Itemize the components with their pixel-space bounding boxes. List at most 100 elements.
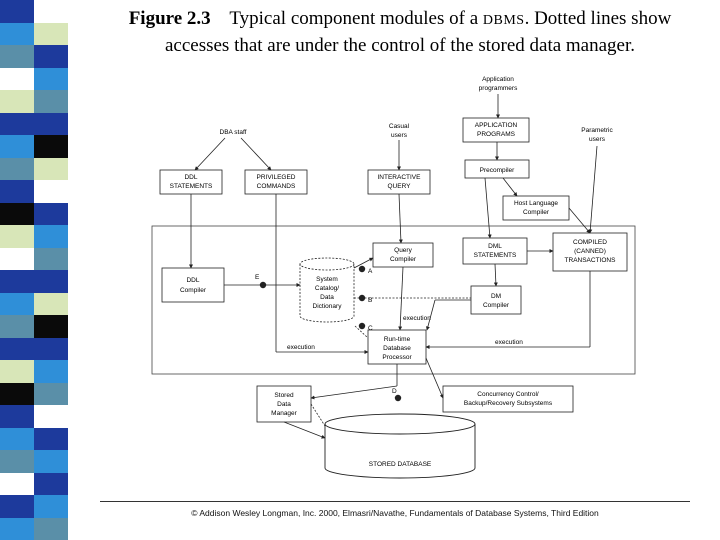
dml-statements-box: DML STATEMENTS xyxy=(462,237,528,265)
dbms-boundary xyxy=(151,225,636,375)
stripe-cell xyxy=(34,292,68,315)
stripe-cell xyxy=(34,270,68,293)
stored-data-manager-l2: Data xyxy=(277,401,291,408)
stripe-cell xyxy=(34,22,68,45)
compiled-transactions-l2: (CANNED) xyxy=(574,248,606,255)
svg-text:APPLICATION: APPLICATION xyxy=(475,122,518,129)
runtime-processor-l1: Run-time xyxy=(384,336,411,343)
svg-text:DDL: DDL xyxy=(184,174,197,181)
actor-parametric-users-l2: users xyxy=(589,136,606,143)
dbms-component-diagram: DDL STATEMENTS PRIVILEGED COMMANDS INTER… xyxy=(151,76,636,479)
application-programs-l2: PROGRAMS xyxy=(477,131,516,138)
caption-text-1: Typical component modules of a xyxy=(229,8,479,29)
svg-text:Stored: Stored xyxy=(274,392,294,399)
concurrency-l1: Concurrency Control/ xyxy=(477,391,539,398)
figure-caption: Figure 2.3 Typical component modules of … xyxy=(100,6,700,58)
stripe-cell xyxy=(34,0,68,23)
catalog-l1: System xyxy=(316,276,338,283)
svg-text:STORED DATABASE: STORED DATABASE xyxy=(369,461,432,468)
edge-label-execution-1: execution xyxy=(287,344,315,351)
svg-text:Catalog/: Catalog/ xyxy=(315,285,339,292)
runtime-processor-l3: Processor xyxy=(382,354,412,361)
precompiler-label: Precompiler xyxy=(480,167,516,174)
precompiler-box: Precompiler xyxy=(464,159,530,179)
footer-rule xyxy=(100,501,690,502)
copyright-credit: © Addison Wesley Longman, Inc. 2000, Elm… xyxy=(191,508,599,518)
compiled-transactions-l3: TRANSACTIONS xyxy=(565,257,617,264)
concurrency-control-box: Concurrency Control/ Backup/Recovery Sub… xyxy=(442,385,574,413)
svg-text:Backup/Recovery Subsystems: Backup/Recovery Subsystems xyxy=(464,400,553,407)
access-markers: A B C D E xyxy=(255,265,402,402)
svg-text:Data: Data xyxy=(277,401,291,408)
application-programs-box: APPLICATION PROGRAMS xyxy=(462,117,530,143)
compiled-transactions-box: COMPILED (CANNED) TRANSACTIONS xyxy=(552,232,628,272)
svg-text:Query: Query xyxy=(394,247,412,254)
svg-text:COMMANDS: COMMANDS xyxy=(257,183,296,190)
stripe-cell xyxy=(34,427,68,450)
svg-text:QUERY: QUERY xyxy=(388,183,412,190)
ddl-statements-l1: DDL xyxy=(184,174,197,181)
system-catalog: System Catalog/ Data Dictionary xyxy=(299,257,355,323)
compiled-transactions-l1: COMPILED xyxy=(573,239,607,246)
stripe-cell xyxy=(34,337,68,360)
privileged-commands-l2: COMMANDS xyxy=(257,183,296,190)
svg-text:DM: DM xyxy=(491,293,501,300)
stripe-cell xyxy=(34,180,68,203)
stored-database-label: STORED DATABASE xyxy=(369,461,432,468)
actor-casual-users-l2: users xyxy=(391,132,408,139)
host-language-compiler-l1: Host Language xyxy=(514,200,558,207)
svg-text:(CANNED): (CANNED) xyxy=(574,248,606,255)
stripe-cell xyxy=(34,202,68,225)
dml-compiler-l1: DM xyxy=(491,293,501,300)
svg-text:PROGRAMS: PROGRAMS xyxy=(477,131,516,138)
svg-text:INTERACTIVE: INTERACTIVE xyxy=(378,174,422,181)
svg-text:TRANSACTIONS: TRANSACTIONS xyxy=(565,257,617,264)
interactive-query-l1: INTERACTIVE xyxy=(378,174,422,181)
stored-data-manager-l3: Manager xyxy=(271,410,297,417)
catalog-l3: Data xyxy=(320,294,334,301)
dml-compiler-box: DM Compiler xyxy=(470,285,522,315)
svg-text:Precompiler: Precompiler xyxy=(480,167,516,174)
ddl-compiler-box: DDL Compiler xyxy=(161,267,225,303)
host-language-compiler-box: Host Language Compiler xyxy=(502,195,570,221)
svg-text:Manager: Manager xyxy=(271,410,297,417)
stripe-cell xyxy=(34,405,68,428)
ddl-compiler-l2: Compiler xyxy=(180,287,207,294)
svg-text:Database: Database xyxy=(383,345,411,352)
catalog-l2: Catalog/ xyxy=(315,285,339,292)
marker-a: A xyxy=(368,268,373,275)
ddl-statements-l2: STATEMENTS xyxy=(170,183,213,190)
marker-c: C xyxy=(368,325,373,332)
query-compiler-l1: Query xyxy=(394,247,412,254)
privileged-commands-l1: PRIVILEGED xyxy=(256,174,295,181)
interactive-query-box: INTERACTIVE QUERY xyxy=(367,169,431,195)
caption-text-2: . Dotted lines show xyxy=(524,8,672,29)
stripe-cell xyxy=(34,450,68,473)
stripe-cell xyxy=(34,360,68,383)
svg-text:STATEMENTS: STATEMENTS xyxy=(170,183,213,190)
svg-text:Processor: Processor xyxy=(382,354,412,361)
stripe-cell xyxy=(34,135,68,158)
stripe-cell xyxy=(34,517,68,540)
stripe-cell xyxy=(34,67,68,90)
svg-text:PRIVILEGED: PRIVILEGED xyxy=(256,174,295,181)
svg-text:COMPILED: COMPILED xyxy=(573,239,607,246)
stored-data-manager-l1: Stored xyxy=(274,392,294,399)
stored-data-manager-box: Stored Data Manager xyxy=(256,385,312,423)
decorative-stripe xyxy=(0,0,68,540)
ddl-statements-box: DDL STATEMENTS xyxy=(159,169,223,195)
caption-text-3: accesses that are under the control of t… xyxy=(164,35,636,56)
dml-statements-l2: STATEMENTS xyxy=(474,252,517,259)
flow-lines xyxy=(189,94,598,439)
interactive-query-l2: QUERY xyxy=(388,183,412,190)
stripe-cell xyxy=(34,225,68,248)
svg-text:Run-time: Run-time xyxy=(384,336,411,343)
concurrency-l2: Backup/Recovery Subsystems xyxy=(464,400,553,407)
host-language-compiler-l2: Compiler xyxy=(523,209,550,216)
stored-database: STORED DATABASE xyxy=(324,413,476,479)
actor-dba-staff: DBA staff xyxy=(220,129,247,136)
stripe-cell xyxy=(34,112,68,135)
stripe-cell xyxy=(34,157,68,180)
catalog-l4: Dictionary xyxy=(313,303,343,310)
actor-application-programmers-l1: Application xyxy=(482,76,514,83)
